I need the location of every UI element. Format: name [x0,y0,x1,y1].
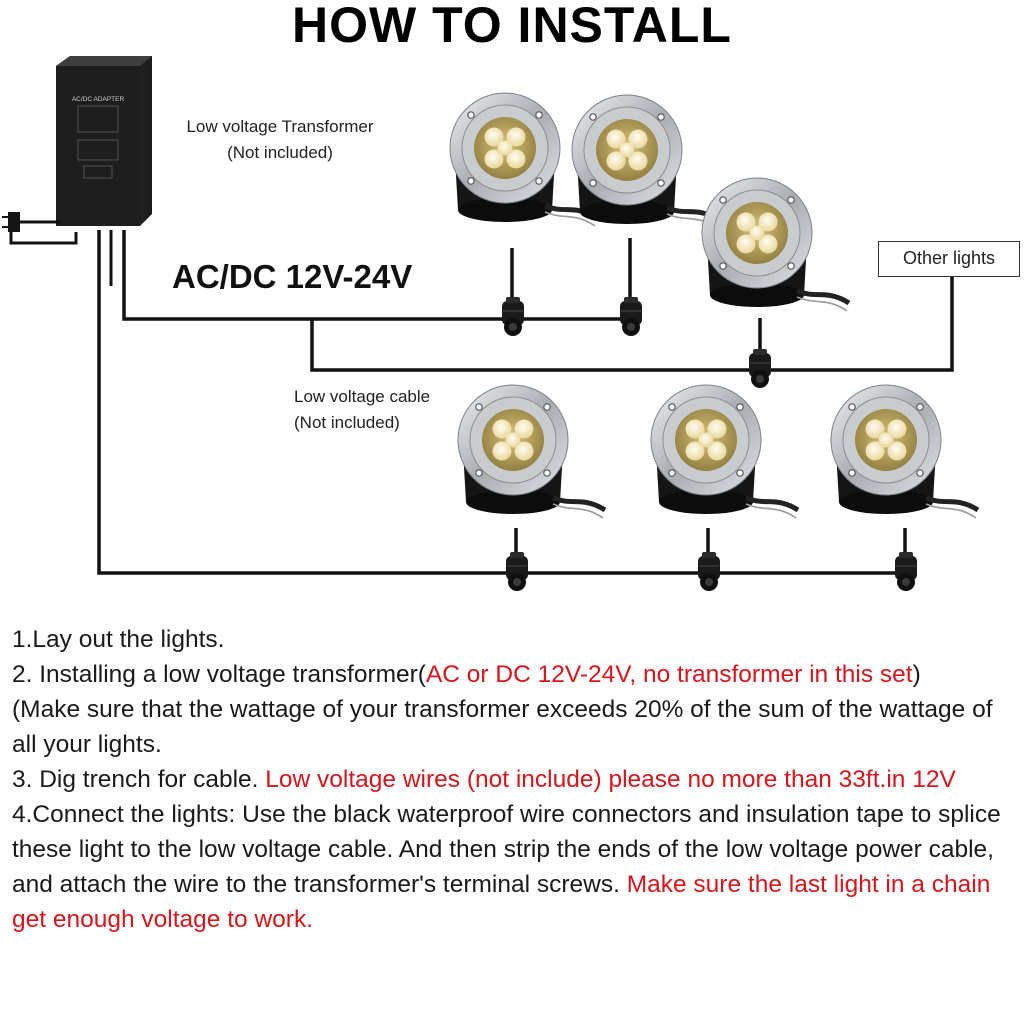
step-warning-text: Low voltage wires (not include) please n… [265,766,956,793]
page-title: HOW TO INSTALL [292,0,732,53]
transformer-label: Low voltage Transformer (Not included) [164,114,396,166]
wiring-diagram: AC/DC ADAPTER [2,56,1024,592]
cable-label-note: (Not included) [294,413,400,432]
light-fixture [702,178,849,311]
voltage-label: AC/DC 12V-24V [172,258,413,295]
step-3: 3. Dig trench for cable. Low voltage wir… [12,762,1016,797]
step-1: 1.Lay out the lights. [12,622,1016,657]
cable-label-line: Low voltage cable [294,387,431,406]
cable-label: Low voltage cable (Not included) [294,384,430,436]
step-4: 4.Connect the lights: Use the black wate… [12,797,1016,937]
install-steps: 1.Lay out the lights. 2. Installing a lo… [12,622,1016,937]
light-fixture [572,95,719,228]
light-fixture [458,385,605,518]
step-text: 2. Installing a low voltage transformer( [12,661,426,688]
step-text: 1.Lay out the lights. [12,626,225,653]
wire-connector [748,348,772,389]
step-warning-text: Make sure the last light in a chain get … [12,871,991,933]
plug-icon [8,212,20,232]
light-fixture [831,385,978,518]
step-warning-text: AC or DC 12V-24V, no transformer in this… [425,661,913,688]
step-2: 2. Installing a low voltage transformer(… [12,657,1016,692]
step-text: 4.Connect the lights: Use the black wate… [12,801,1001,898]
wire-connector [505,551,529,592]
transformer-adapter: AC/DC ADAPTER [2,56,152,232]
other-lights-box: Other lights [878,241,1020,277]
wire-connector [501,296,525,337]
step-text: 3. Dig trench for cable. [12,766,266,793]
step-text: (Make sure that the wattage of your tran… [12,696,993,758]
wire-connector [894,551,918,592]
transformer-label-note: (Not included) [227,143,333,162]
step-text: ) [912,661,921,688]
wire-connector [619,296,643,337]
light-fixture [651,385,798,518]
transformer-label-line: Low voltage Transformer [186,117,374,136]
wire-connector [697,551,721,592]
adapter-label: AC/DC ADAPTER [72,96,125,103]
step-2-note: (Make sure that the wattage of your tran… [12,692,1016,762]
